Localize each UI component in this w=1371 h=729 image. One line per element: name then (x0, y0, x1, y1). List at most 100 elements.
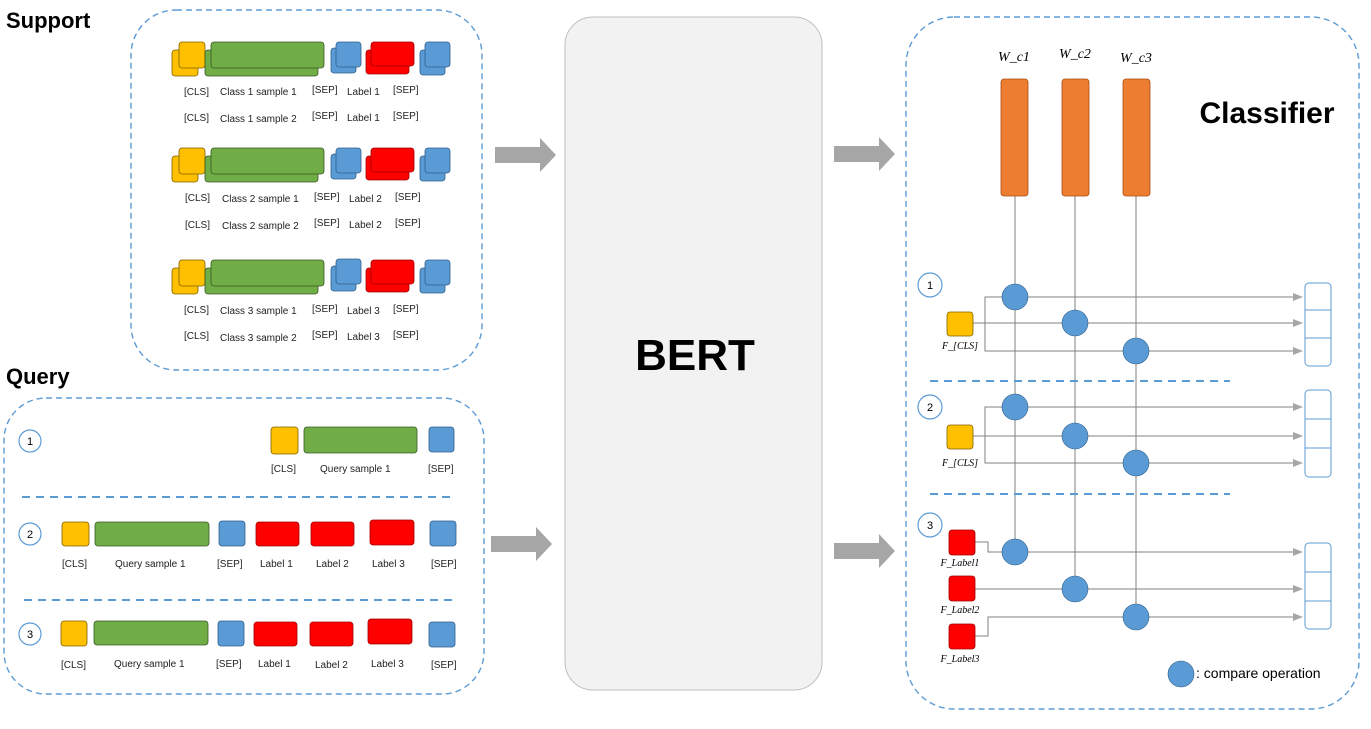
support-row-3-labels: [CLS] Class 2 sample 1 [SEP] Label 2 [SE… (185, 192, 421, 205)
svg-text:[SEP]: [SEP] (431, 559, 457, 570)
svg-text:[SEP]: [SEP] (312, 304, 338, 315)
feature-cls-2 (946, 424, 974, 450)
svg-text:[SEP]: [SEP] (393, 111, 419, 122)
svg-text:2: 2 (27, 529, 33, 541)
support-group-1-tokens (171, 41, 451, 77)
svg-text:[SEP]: [SEP] (395, 192, 421, 203)
support-row-4-labels: [CLS] Class 2 sample 2 [SEP] Label 2 [SE… (185, 218, 421, 232)
svg-text:2: 2 (927, 402, 933, 414)
classifier-title: Classifier (1199, 97, 1334, 130)
classifier-panel (905, 16, 1360, 710)
svg-text:Label 3: Label 3 (347, 306, 380, 317)
svg-text:1: 1 (27, 436, 33, 448)
output-box-1 (1304, 282, 1332, 367)
svg-text:[CLS]: [CLS] (184, 331, 209, 342)
svg-text:[SEP]: [SEP] (312, 330, 338, 341)
arrow-query-to-bert (491, 527, 552, 561)
support-row-2-labels: [CLS] Class 1 sample 2 [SEP] Label 1 [SE… (184, 111, 419, 125)
classifier-section-3-badge: 3 (917, 512, 943, 538)
svg-text:[CLS]: [CLS] (184, 113, 209, 124)
compare-nodes-section-3 (1001, 538, 1150, 631)
svg-text:Label 2: Label 2 (316, 559, 349, 570)
support-group-3-tokens (171, 258, 451, 295)
svg-text:Class 2 sample 2: Class 2 sample 2 (222, 221, 299, 232)
svg-text:[SEP]: [SEP] (393, 330, 419, 341)
svg-text:Label 1: Label 1 (260, 559, 293, 570)
feature-label-3 (948, 623, 976, 650)
weight-bar-c3 (1122, 78, 1151, 197)
weight-bar-c1 (1000, 78, 1029, 197)
svg-text:Label 3: Label 3 (372, 559, 405, 570)
svg-text:Query sample 1: Query sample 1 (114, 659, 185, 670)
svg-text:Class 1 sample 2: Class 1 sample 2 (220, 114, 297, 125)
svg-text:Label 1: Label 1 (347, 87, 380, 98)
svg-text:3: 3 (27, 629, 33, 641)
svg-text:Label 3: Label 3 (347, 332, 380, 343)
support-title: Support (6, 8, 91, 33)
compare-nodes-section-2 (1001, 393, 1150, 477)
query-title: Query (6, 364, 70, 389)
svg-text:[SEP]: [SEP] (428, 464, 454, 475)
svg-text:[SEP]: [SEP] (393, 85, 419, 96)
feature-label-3-text: F_Label3 (940, 654, 980, 665)
compare-nodes-section-1 (1001, 283, 1150, 365)
arrow-bert-to-classifier-top (834, 137, 895, 171)
svg-text:Label 3: Label 3 (371, 659, 404, 670)
svg-text:[CLS]: [CLS] (185, 193, 210, 204)
classifier-section-1-badge: 1 (917, 272, 943, 298)
svg-text:Query sample 1: Query sample 1 (320, 464, 391, 475)
support-row-6-labels: [CLS] Class 3 sample 2 [SEP] Label 3 [SE… (184, 330, 419, 344)
bert-label: BERT (635, 331, 755, 380)
query-2-tokens (61, 519, 457, 547)
feature-cls-1-label: F_[CLS] (941, 341, 978, 352)
query-3-tokens (60, 618, 456, 648)
svg-text:[SEP]: [SEP] (217, 559, 243, 570)
arrow-bert-to-classifier-bottom (834, 534, 895, 568)
query-1-badge: 1 (18, 429, 42, 453)
feature-label-1-text: F_Label1 (940, 558, 980, 569)
svg-text:[SEP]: [SEP] (431, 660, 457, 671)
svg-text:[SEP]: [SEP] (314, 192, 340, 203)
svg-text:Class 3 sample 2: Class 3 sample 2 (220, 333, 297, 344)
svg-text:[SEP]: [SEP] (216, 659, 242, 670)
svg-text:Label 2: Label 2 (315, 660, 348, 671)
svg-text:Label 1: Label 1 (347, 113, 380, 124)
legend-compare-text: : compare operation (1196, 665, 1321, 681)
svg-text:[CLS]: [CLS] (184, 87, 209, 98)
arrow-support-to-bert (495, 138, 556, 172)
svg-text:[SEP]: [SEP] (312, 85, 338, 96)
svg-text:1: 1 (927, 280, 933, 292)
query-2-labels: [CLS] Query sample 1 [SEP] Label 1 Label… (62, 559, 457, 570)
output-box-2 (1304, 389, 1332, 478)
weight-label-c2: W_c2 (1059, 47, 1091, 62)
svg-text:[CLS]: [CLS] (271, 464, 296, 475)
svg-text:[CLS]: [CLS] (62, 559, 87, 570)
query-1-labels: [CLS] Query sample 1 [SEP] (271, 464, 454, 475)
support-group-2-tokens (171, 147, 451, 183)
svg-text:3: 3 (927, 520, 933, 532)
weight-label-c3: W_c3 (1120, 51, 1152, 66)
svg-text:Label 2: Label 2 (349, 220, 382, 231)
svg-text:[CLS]: [CLS] (184, 305, 209, 316)
output-box-3 (1304, 542, 1332, 630)
svg-text:[CLS]: [CLS] (185, 220, 210, 231)
svg-text:Label 1: Label 1 (258, 659, 291, 670)
query-3-labels: [CLS] Query sample 1 [SEP] Label 1 Label… (61, 659, 457, 671)
support-row-5-labels: [CLS] Class 3 sample 1 [SEP] Label 3 [SE… (184, 304, 419, 317)
query-1-tokens (270, 426, 455, 455)
query-2-badge: 2 (18, 522, 42, 546)
bert-block (564, 16, 823, 691)
svg-text:Query sample 1: Query sample 1 (115, 559, 186, 570)
svg-text:[SEP]: [SEP] (393, 304, 419, 315)
weight-labels: W_c1 W_c2 W_c3 (998, 47, 1152, 66)
legend-compare-icon (1167, 660, 1195, 688)
svg-text:[SEP]: [SEP] (314, 218, 340, 229)
classifier-section-2-badge: 2 (917, 394, 943, 420)
svg-text:[CLS]: [CLS] (61, 660, 86, 671)
support-row-1-labels: [CLS] Class 1 sample 1 [SEP] Label 1 [SE… (184, 85, 419, 98)
weight-label-c1: W_c1 (998, 50, 1030, 65)
svg-text:Class 3 sample 1: Class 3 sample 1 (220, 306, 297, 317)
svg-text:Class 2 sample 1: Class 2 sample 1 (222, 194, 299, 205)
